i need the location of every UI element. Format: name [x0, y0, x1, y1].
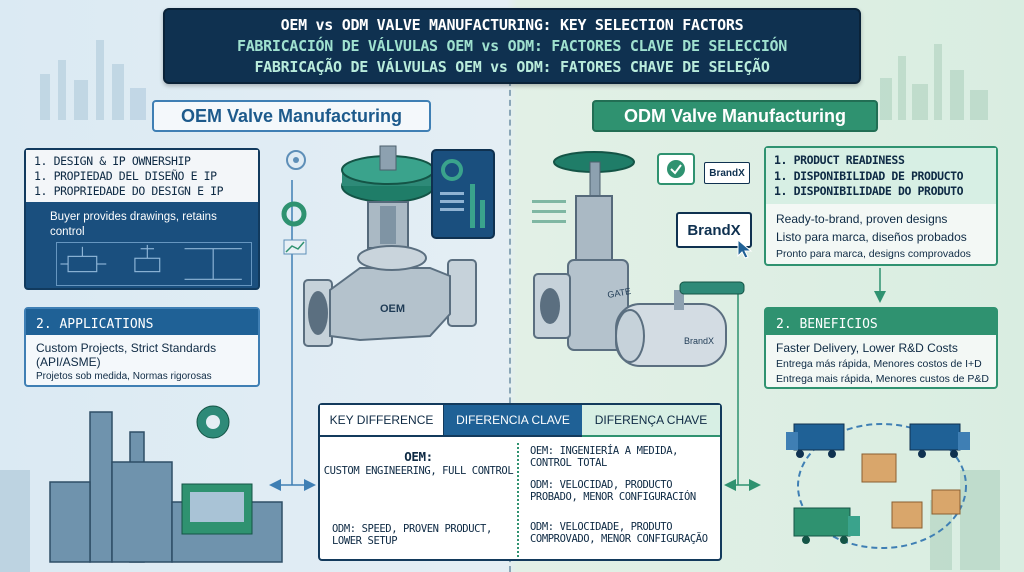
- logistics-illustration: [786, 423, 970, 549]
- gear-icon: [286, 150, 306, 170]
- oem-applications-heading: 2. APPLICATIONS: [26, 309, 258, 335]
- chart-donut-icon: [281, 201, 307, 227]
- oem-design-ip-heading: 1. DESIGN & IP OWNERSHIP 1. PROPIEDAD DE…: [26, 150, 258, 202]
- oem-design-line-pt: 1. PROPRIEDADE DO DESIGN E IP: [34, 184, 224, 198]
- checkmark-icon: [657, 153, 695, 185]
- odm-readiness-desc-es: Listo para marca, diseños probados: [776, 230, 967, 244]
- tab-key-difference-en: KEY DIFFERENCE: [320, 405, 444, 437]
- odm-valves-illustration: GATE BrandX: [533, 151, 745, 367]
- oem-design-description: Buyer provides drawings, retains control: [50, 211, 217, 238]
- odm-readiness-line-en: 1. PRODUCT READINESS: [774, 153, 905, 167]
- odm-section-header: ODM Valve Manufacturing: [592, 100, 878, 132]
- oem-applications-en: Custom Projects, Strict Standards (API/A…: [36, 341, 217, 369]
- gate-valve-label: GATE: [607, 286, 632, 300]
- odm-benefits-box: 2. BENEFICIOS Faster Delivery, Lower R&D…: [764, 307, 998, 389]
- odm-readiness-line-es: 1. DISPONIBILIDAD DE PRODUCTO: [774, 168, 964, 183]
- oem-section-header: OEM Valve Manufacturing: [152, 100, 431, 132]
- blueprint-drawing-icon: [56, 242, 252, 286]
- odm-readiness-desc-pt: Pronto para marca, designs comprovados: [776, 248, 971, 260]
- odm-benefits-en: Faster Delivery, Lower R&D Costs: [776, 341, 958, 355]
- oem-design-line-en: 1. DESIGN & IP OWNERSHIP: [34, 154, 191, 168]
- title-english: OEM vs ODM VALVE MANUFACTURING: KEY SELE…: [280, 15, 744, 34]
- list-lines-icon: [532, 200, 566, 223]
- truck-icon: [793, 507, 860, 544]
- key-difference-odm-pt: ODM: VELOCIDADE, PRODUTO COMPROVADO, MEN…: [530, 521, 708, 545]
- key-difference-panel: KEY DIFFERENCE DIFERENCIA CLAVE DIFERENÇ…: [318, 403, 722, 561]
- gear-icon: [206, 415, 220, 429]
- odm-readiness-box: 1. PRODUCT READINESS 1. DISPONIBILIDAD D…: [764, 146, 998, 266]
- odm-readiness-desc-en: Ready-to-brand, proven designs: [776, 212, 948, 226]
- odm-readiness-line-pt: 1. DISPONIBILIDADE DO PRODUTO: [774, 184, 964, 198]
- odm-benefits-heading: 2. BENEFICIOS: [766, 309, 996, 335]
- ball-valve-brand: BrandX: [684, 336, 714, 346]
- oem-applications-title: 2. APPLICATIONS: [36, 317, 154, 332]
- key-difference-oem-text: CUSTOM ENGINEERING, FULL CONTROL: [323, 465, 514, 477]
- oem-applications-pt: Projetos sob medida, Normas rigorosas: [36, 371, 212, 382]
- odm-benefits-es: Entrega más rápida, Menores costos de I+…: [776, 358, 982, 370]
- key-difference-odm-text: ODM: SPEED, PROVEN PRODUCT, LOWER SETUP: [332, 523, 492, 547]
- factory-illustration: [49, 405, 283, 563]
- analytics-chart-icon: [283, 239, 307, 255]
- tab-key-difference-pt: DIFERENÇA CHAVE: [582, 405, 720, 437]
- oem-applications-box: 2. APPLICATIONS Custom Projects, Strict …: [24, 307, 260, 387]
- oem-design-line-es: 1. PROPIEDAD DEL DISEÑO E IP: [34, 169, 217, 183]
- title-spanish: FABRICACIÓN DE VÁLVULAS OEM vs ODM: FACT…: [236, 36, 788, 55]
- title-banner: OEM vs ODM VALVE MANUFACTURING: KEY SELE…: [163, 8, 861, 84]
- key-difference-odm-es: ODM: VELOCIDAD, PRODUCTO PROBADO, MENOR …: [530, 479, 696, 503]
- truck-icon: [909, 423, 970, 458]
- key-difference-divider: [517, 443, 519, 557]
- key-difference-oem-es: OEM: INGENIERÍA A MEDIDA, CONTROL TOTAL: [530, 445, 679, 469]
- center-divider: [509, 80, 511, 572]
- package-box-icon: [861, 453, 961, 529]
- brand-tag-small: BrandX: [704, 162, 750, 184]
- title-portuguese: FABRICAÇÃO DE VÁLVULAS OEM vs ODM: FATOR…: [254, 57, 770, 76]
- brand-tag-large: BrandX: [676, 212, 752, 248]
- odm-benefits-pt: Entrega mais rápida, Menores custos de P…: [776, 373, 990, 385]
- oem-globe-valve-illustration: OEM: [281, 145, 477, 347]
- dashboard-tablet-icon: [431, 149, 495, 239]
- tab-key-difference-es: DIFERENCIA CLAVE: [444, 405, 582, 437]
- oem-valve-label: OEM: [380, 303, 405, 315]
- key-difference-oem-heading: OEM:: [404, 449, 433, 464]
- cursor-icon: [737, 238, 753, 259]
- odm-readiness-heading: 1. PRODUCT READINESS 1. DISPONIBILIDAD D…: [766, 148, 996, 204]
- odm-benefits-title: 2. BENEFICIOS: [776, 317, 878, 332]
- truck-icon: [786, 423, 845, 458]
- oem-design-ip-box: 1. DESIGN & IP OWNERSHIP 1. PROPIEDAD DE…: [24, 148, 260, 290]
